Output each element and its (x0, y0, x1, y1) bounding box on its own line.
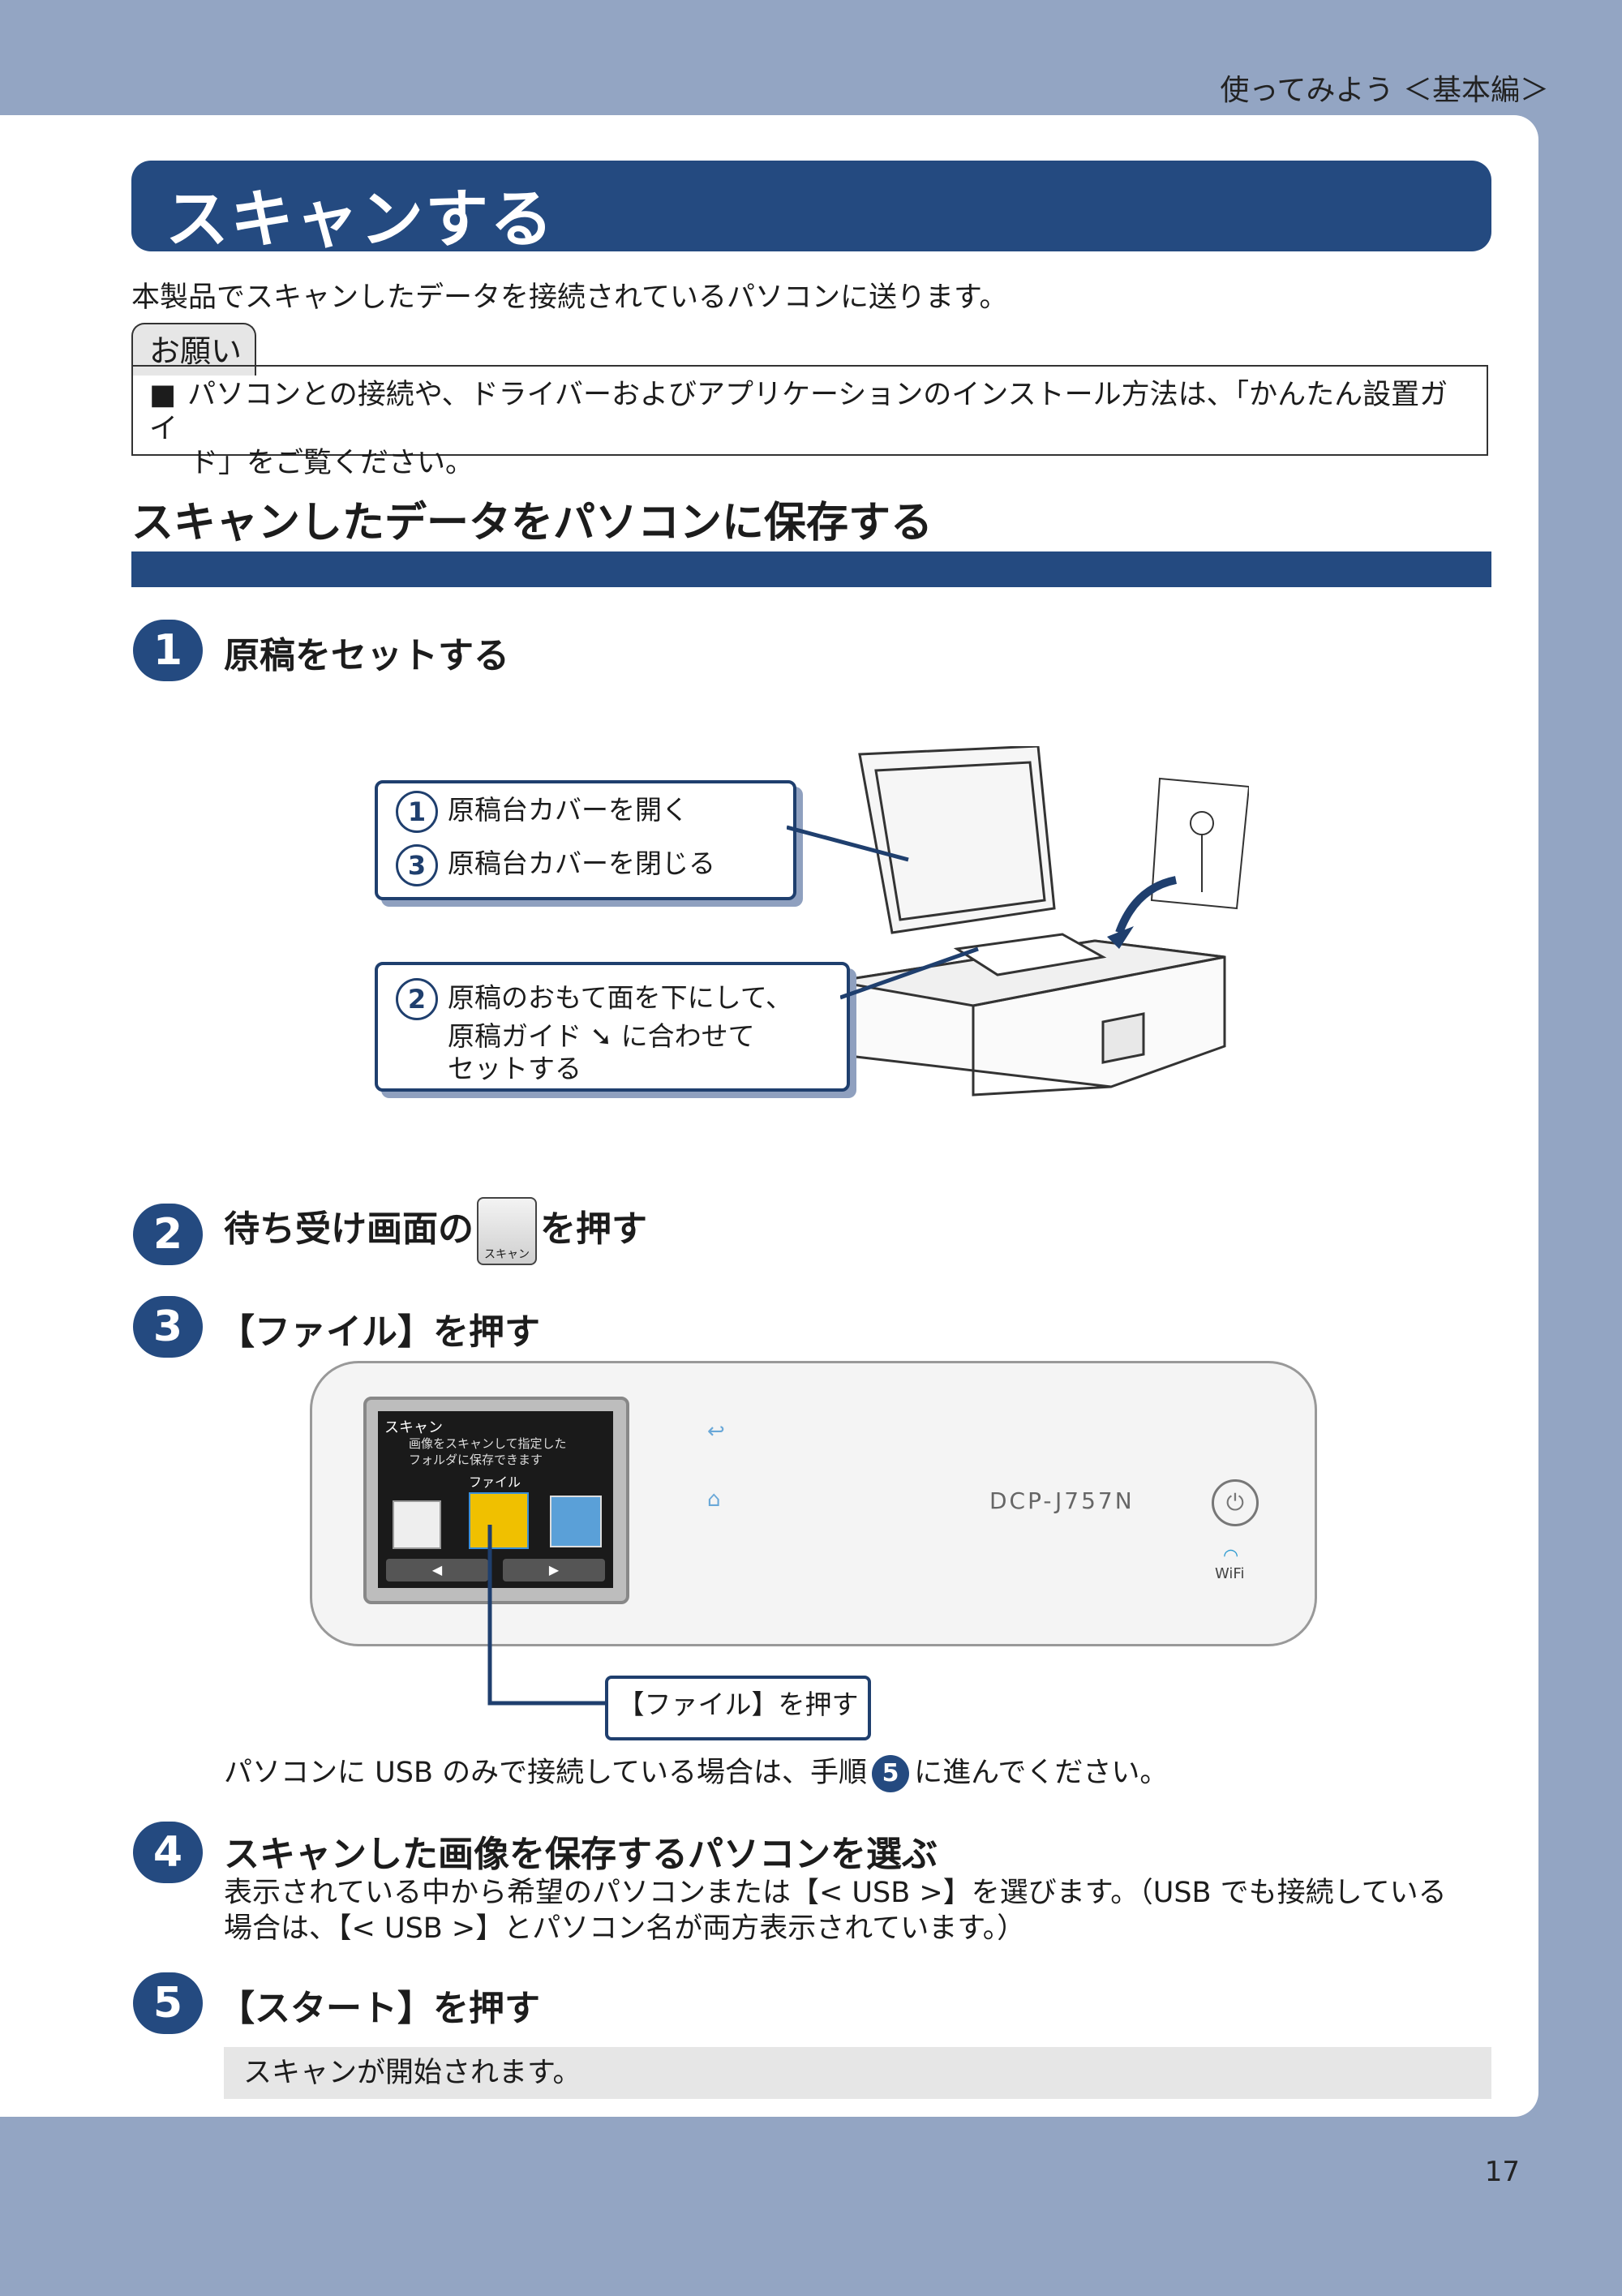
callout-close-cover: 3 原稿台カバーを閉じる (378, 837, 793, 891)
wifi-label: WiFi (1215, 1565, 1245, 1582)
page-number: 17 (1484, 2156, 1520, 2188)
note-line-1: パソコンとの接続や、ドライバーおよびアプリケーションのインストール方法は、「かん… (149, 379, 1448, 445)
step-title-5: 【スタート】を押す (219, 1988, 540, 2029)
power-button[interactable]: ⏻ (1212, 1479, 1259, 1526)
step-5-result: スキャンが開始されます。 (224, 2047, 1491, 2099)
back-icon[interactable]: ↩ (707, 1419, 725, 1444)
callout-line-2: 原稿ガイド ➘ に合わせて (448, 1020, 755, 1052)
step-number-3: 3 (133, 1296, 203, 1358)
document-guide-icon: ➘ (590, 1020, 613, 1052)
section-bar (131, 551, 1491, 587)
lcd-next-button[interactable]: ▶ (503, 1559, 605, 1581)
callout-cover: 1 原稿台カバーを開く 3 原稿台カバーを閉じる (375, 780, 796, 900)
intro-text: 本製品でスキャンしたデータを接続されているパソコンに送ります。 (131, 281, 1008, 314)
lcd-prev-button[interactable]: ◀ (386, 1559, 488, 1581)
note-tab: お願い (131, 323, 257, 376)
lcd-selected-label: ファイル (469, 1474, 521, 1490)
file-callout: 【ファイル】を押す (605, 1676, 871, 1740)
title-bar: スキャンする (131, 161, 1491, 256)
file-callout-pointer (487, 1525, 607, 1706)
page (0, 115, 1538, 2117)
callout-number-1: 1 (396, 790, 438, 833)
callout-line-3: セットする (448, 1053, 581, 1084)
lcd-text-icon[interactable] (393, 1500, 441, 1549)
step-title-2: 待ち受け画面のスキャンを押す (224, 1197, 647, 1265)
lcd-image-icon[interactable] (550, 1496, 602, 1547)
note-bullet: ■ (149, 379, 177, 411)
note-box: ■ パソコンとの接続や、ドライバーおよびアプリケーションのインストール方法は、「… (131, 365, 1488, 479)
touchscreen-frame: スキャン 画像をスキャンして指定した フォルダに保存できます ファイル ◀ ▶ (363, 1397, 629, 1604)
wifi-icon: ◠ (1223, 1546, 1239, 1566)
inline-step-5: 5 (872, 1755, 910, 1792)
callout-number-3: 3 (396, 843, 438, 886)
note-line-2: ド」をご覧ください。 (190, 447, 474, 479)
step-title-3: 【ファイル】を押す (219, 1311, 540, 1353)
scan-button-icon: スキャン (477, 1197, 537, 1265)
callout-pointer-document (840, 946, 979, 1000)
lcd-description: 画像をスキャンして指定した フォルダに保存できます (409, 1436, 567, 1467)
callout-pointer-cover (787, 825, 909, 862)
model-name: DCP-J757N (989, 1487, 1135, 1514)
callout-document: 2 原稿のおもて面を下にして、 原稿ガイド ➘ に合わせて セットする (375, 962, 850, 1092)
step-title-4: スキャンした画像を保存するパソコンを選ぶ (224, 1834, 938, 1875)
callout-text-3: 原稿台カバーを閉じる (448, 848, 715, 879)
callout-number-2: 2 (396, 978, 438, 1020)
callout-open-cover: 1 原稿台カバーを開く (378, 783, 793, 837)
callout-text-2: 原稿のおもて面を下にして、 (448, 981, 793, 1014)
touchscreen: スキャン 画像をスキャンして指定した フォルダに保存できます ファイル ◀ ▶ (378, 1411, 613, 1588)
section-title: スキャンしたデータをパソコンに保存する (131, 499, 933, 547)
lcd-file-icon[interactable] (469, 1492, 529, 1549)
step-number-1: 1 (133, 620, 203, 681)
header-text: 使ってみよう ＜基本編＞ (1220, 74, 1549, 107)
step-number-4: 4 (133, 1822, 203, 1883)
step-number-5: 5 (133, 1972, 203, 2034)
home-icon[interactable]: ⌂ (707, 1487, 721, 1512)
callout-text-1: 原稿台カバーを開く (448, 794, 689, 826)
callout-line-1: 2 原稿のおもて面を下にして、 (396, 978, 847, 1020)
step-4-body: 表示されている中から希望のパソコンまたは【< USB >】を選びます。（USB … (224, 1877, 1447, 1945)
page-title: スキャンする (165, 183, 556, 256)
step-number-2: 2 (133, 1204, 203, 1265)
step-title-1: 原稿をセットする (224, 635, 509, 676)
lcd-title: スキャン (384, 1419, 443, 1436)
